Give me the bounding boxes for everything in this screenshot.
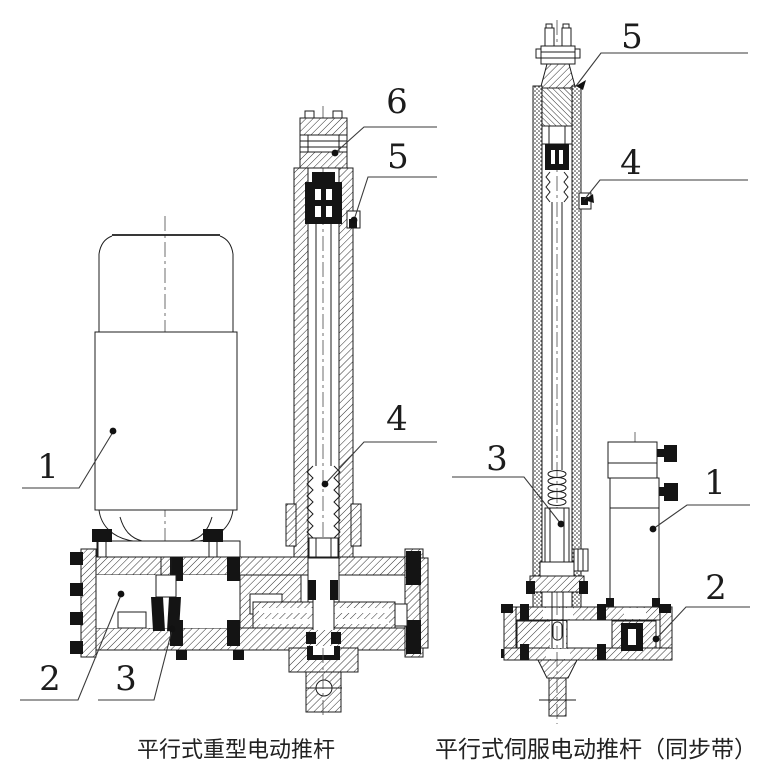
callout-label: 5 bbox=[621, 17, 643, 57]
callout-label: 6 bbox=[386, 82, 408, 122]
callout-right-1: 1 bbox=[649, 463, 750, 533]
left-figure-drawing: 6 5 4 1 2 3 平行式重型电动推杆 bbox=[20, 82, 437, 762]
tube-wall-right bbox=[571, 85, 582, 609]
screw-thread-left bbox=[306, 465, 314, 539]
bottom-rod bbox=[548, 677, 567, 717]
servo-motor bbox=[606, 432, 678, 648]
callout-left-6: 6 bbox=[331, 82, 437, 157]
callout-left-5: 5 bbox=[350, 137, 437, 224]
gear-shaft bbox=[252, 600, 408, 644]
callout-label: 3 bbox=[115, 659, 137, 699]
callout-right-5: 5 bbox=[575, 17, 748, 90]
tube-wall-left bbox=[293, 167, 309, 559]
spring-coil bbox=[547, 470, 567, 506]
callout-right-2: 2 bbox=[652, 568, 750, 643]
piston-rod-clevis bbox=[535, 20, 581, 600]
callout-label: 2 bbox=[39, 659, 61, 699]
callout-label: 2 bbox=[705, 568, 727, 608]
callout-label: 4 bbox=[620, 143, 642, 183]
caption-left: 平行式重型电动推杆 bbox=[137, 737, 335, 762]
callout-label: 4 bbox=[386, 399, 408, 439]
gear-housing bbox=[70, 548, 429, 660]
rod-gland bbox=[541, 87, 573, 127]
lift-tube bbox=[285, 106, 362, 570]
callout-left-4: 4 bbox=[321, 399, 437, 488]
tube-top-cap bbox=[299, 117, 348, 136]
callout-right-4: 4 bbox=[583, 143, 748, 203]
housing-left-cap bbox=[80, 548, 97, 658]
callout-left-1: 1 bbox=[22, 427, 117, 489]
callout-left-3: 3 bbox=[98, 625, 176, 701]
callout-label: 5 bbox=[387, 137, 409, 177]
base-bottom-plate bbox=[503, 647, 673, 661]
worm-nut bbox=[151, 557, 181, 631]
callout-right-3: 3 bbox=[452, 439, 565, 528]
belt-housing-base bbox=[501, 592, 673, 724]
callout-label: 3 bbox=[486, 439, 508, 479]
base-skirt bbox=[537, 659, 578, 679]
motor bbox=[92, 216, 241, 575]
motor-body bbox=[609, 477, 660, 611]
motor-connector bbox=[657, 487, 664, 496]
callout-label: 1 bbox=[37, 447, 59, 487]
screw-thread-right bbox=[333, 465, 341, 539]
right-figure-drawing: 5 4 3 1 2 平行式伺服电动推杆（同步带） bbox=[435, 17, 757, 762]
housing-top-plate bbox=[94, 556, 406, 576]
caption-right: 平行式伺服电动推杆（同步带） bbox=[435, 736, 757, 762]
callout-label: 1 bbox=[704, 463, 726, 503]
motor-connector bbox=[657, 449, 664, 457]
tube-wall-left bbox=[532, 85, 543, 609]
base-top-plate bbox=[503, 606, 673, 621]
callout-left-2: 2 bbox=[20, 590, 125, 701]
housing-bottom-plate bbox=[94, 627, 406, 651]
cylinder-tube bbox=[526, 85, 592, 609]
clevis-mount bbox=[288, 646, 359, 718]
